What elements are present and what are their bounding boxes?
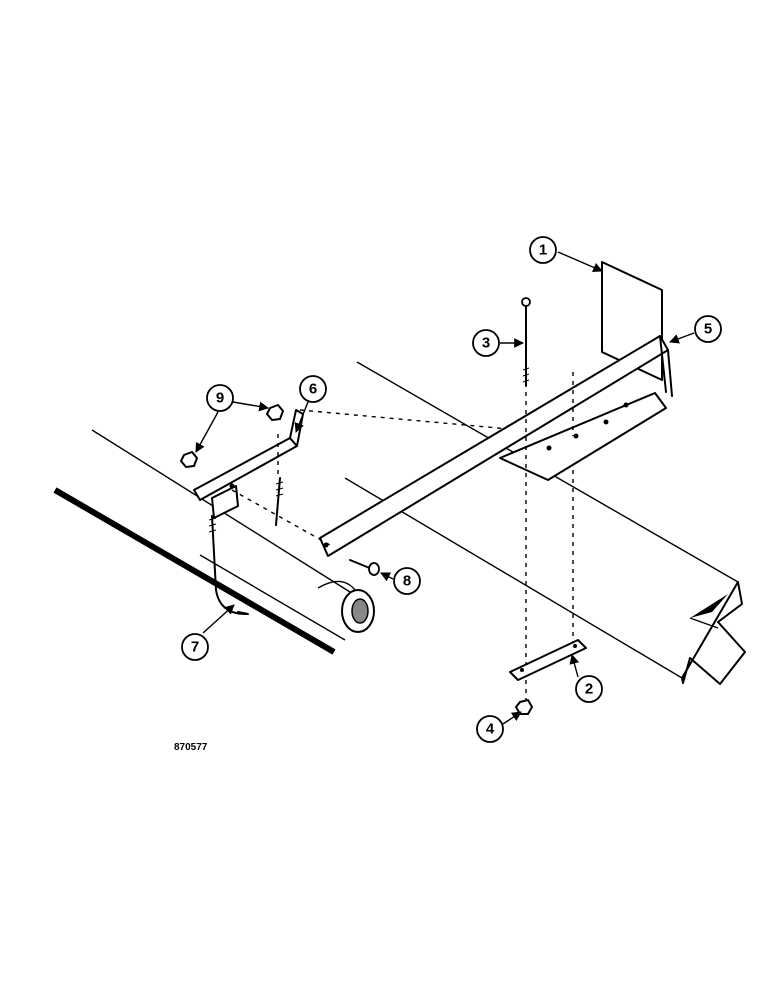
part-6-angle-bracket: [193, 409, 331, 546]
part-2-clamp-plate: [509, 639, 587, 681]
callout-6: 6: [299, 375, 327, 403]
part-3-bolt: [521, 297, 574, 700]
callout-9: 9: [206, 384, 234, 412]
callout-6-label: 6: [309, 381, 317, 398]
callout-7: 7: [181, 633, 209, 661]
callout-5-label: 5: [704, 321, 712, 338]
part-5-arm-bracket: [319, 335, 673, 557]
callout-4: 4: [476, 715, 504, 743]
callout-leaders: [195, 251, 695, 725]
callout-2-label: 2: [585, 681, 593, 698]
callout-2: 2: [575, 675, 603, 703]
callout-3-label: 3: [482, 335, 490, 352]
part-8-cap-screw: [349, 559, 380, 576]
callout-3: 3: [472, 329, 500, 357]
part-1-mounting-plate: [499, 261, 667, 481]
part-9-nuts: [180, 404, 284, 468]
callout-1: 1: [529, 236, 557, 264]
callout-9-label: 9: [216, 390, 224, 407]
callout-7-label: 7: [191, 639, 199, 656]
callout-5: 5: [694, 315, 722, 343]
callout-8: 8: [393, 567, 421, 595]
figure-id-label: 870577: [174, 742, 208, 753]
callout-8-label: 8: [403, 573, 411, 590]
callout-1-label: 1: [539, 242, 547, 259]
callout-4-label: 4: [486, 721, 495, 738]
part-4-nut: [515, 699, 533, 715]
